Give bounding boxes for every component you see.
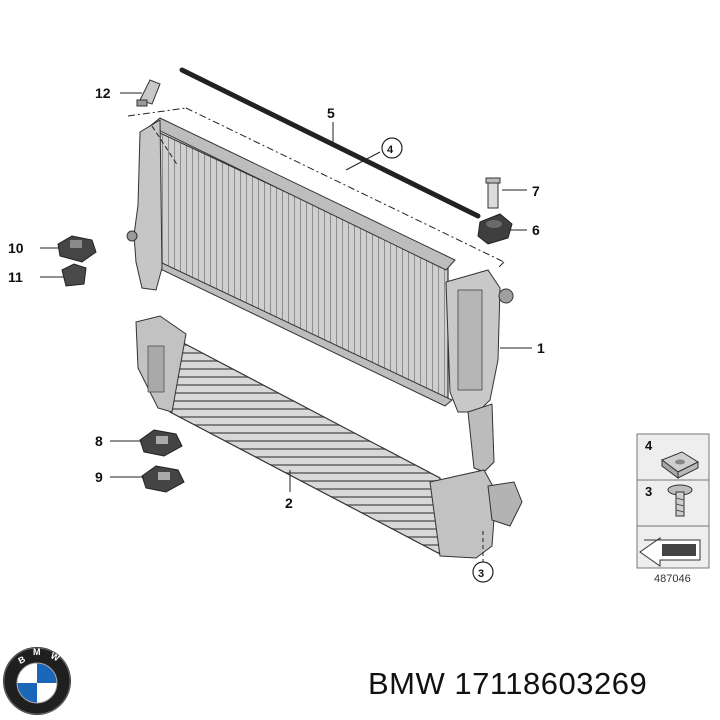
holder-upper bbox=[139, 429, 183, 457]
callout-6: 6 bbox=[532, 222, 540, 238]
arrow-icon bbox=[639, 537, 701, 567]
callout-2: 2 bbox=[285, 495, 293, 511]
rubber-mount bbox=[477, 213, 513, 245]
legend-item-screw-number: 3 bbox=[645, 484, 652, 499]
callout-3: 3 bbox=[478, 568, 484, 580]
legend-item-nut-number: 4 bbox=[645, 438, 653, 453]
square-nut-icon bbox=[660, 451, 700, 479]
leader-lines bbox=[40, 92, 532, 563]
bracket-upper bbox=[57, 235, 97, 263]
seal-strip bbox=[179, 67, 481, 219]
bmw-logo-icon: B M W bbox=[3, 647, 71, 715]
callout-11: 11 bbox=[8, 269, 23, 285]
screw-icon bbox=[667, 484, 693, 517]
bracket-lower bbox=[61, 263, 87, 287]
callout-4: 4 bbox=[387, 144, 394, 156]
callout-12: 12 bbox=[95, 85, 111, 101]
callout-9: 9 bbox=[95, 469, 103, 485]
callout-3-circle bbox=[472, 561, 494, 583]
intercooler bbox=[135, 315, 523, 559]
callout-5: 5 bbox=[327, 105, 335, 121]
svg-text:B: B bbox=[17, 654, 28, 666]
sensor-part bbox=[136, 79, 161, 107]
legend-box: 4 3 487046 bbox=[636, 433, 710, 585]
holder-lower bbox=[141, 465, 185, 493]
radiator bbox=[126, 107, 514, 473]
figure-number: 487046 bbox=[654, 573, 691, 585]
callout-4-circle bbox=[381, 137, 403, 159]
callout-10: 10 bbox=[8, 240, 24, 256]
callout-8: 8 bbox=[95, 433, 103, 449]
pin-part bbox=[485, 177, 501, 209]
callout-7: 7 bbox=[532, 183, 540, 199]
svg-text:M: M bbox=[33, 647, 41, 657]
callout-1: 1 bbox=[537, 340, 545, 356]
part-number-caption: BMW 17118603269 bbox=[368, 666, 648, 701]
